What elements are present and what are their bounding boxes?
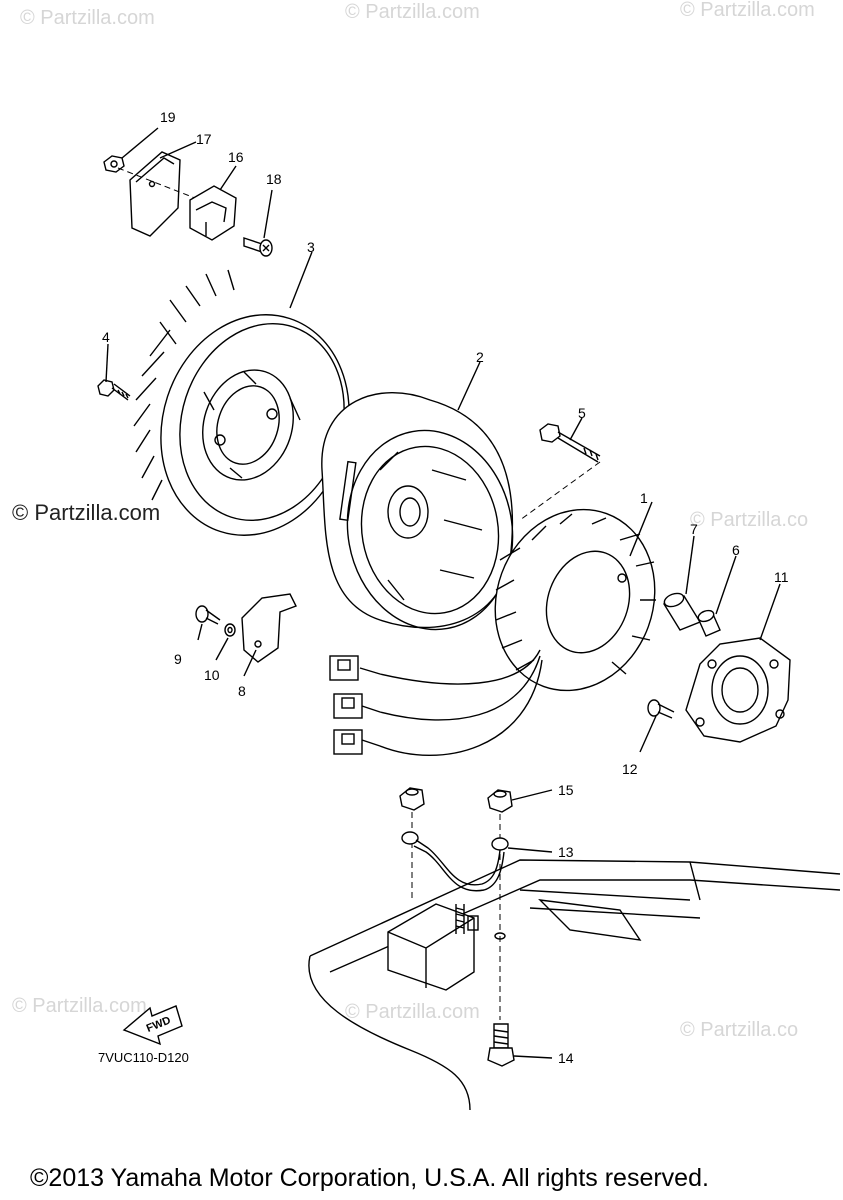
part-screw-18 <box>243 237 273 257</box>
callout-5: 5 <box>578 405 586 421</box>
leader-lines <box>105 127 781 1059</box>
callout-14: 14 <box>558 1050 574 1066</box>
watermark-bottom-center: © Partzilla.com <box>345 1001 480 1023</box>
watermark-bottom-right: © Partzilla.co <box>680 1019 798 1041</box>
callout-7: 7 <box>690 521 698 537</box>
part-bolt-5 <box>519 423 601 521</box>
watermark-bottom-left: © Partzilla.com <box>12 995 147 1017</box>
watermark-top-right: © Partzilla.com <box>680 0 815 21</box>
callout-17: 17 <box>196 131 212 147</box>
part-bracket-17 <box>117 151 201 237</box>
part-wire-harness <box>329 649 543 757</box>
copyright-notice: ©2013 Yamaha Motor Corporation, U.S.A. A… <box>30 1164 709 1192</box>
callout-labels: 1 2 3 4 5 6 7 8 9 10 11 12 13 14 15 16 1… <box>102 109 789 1066</box>
part-nut-left <box>399 787 425 811</box>
callout-4: 4 <box>102 329 110 345</box>
part-nut-15 <box>487 789 513 813</box>
part-rotor-2 <box>321 392 514 631</box>
callout-6: 6 <box>732 542 740 558</box>
callout-10: 10 <box>204 667 220 683</box>
callout-15: 15 <box>558 782 574 798</box>
part-washer-10 <box>224 623 236 637</box>
callout-13: 13 <box>558 844 574 860</box>
hull-mount <box>308 859 841 1111</box>
part-bracket-8 <box>241 593 297 663</box>
callout-8: 8 <box>238 683 246 699</box>
part-collar-6 <box>697 609 721 637</box>
callout-18: 18 <box>266 171 282 187</box>
part-screw-12 <box>647 699 675 719</box>
callout-11: 11 <box>774 569 789 585</box>
watermark-right: © Partzilla.co <box>690 509 808 531</box>
part-stator-1 <box>494 508 656 692</box>
part-ground-lead-13 <box>401 831 509 892</box>
callout-3: 3 <box>307 239 315 255</box>
part-stator-base-11 <box>685 637 791 743</box>
callout-19: 19 <box>160 109 176 125</box>
part-bolt-14 <box>487 1023 515 1067</box>
diagram-code: 7VUC110-D120 <box>98 1050 189 1065</box>
callout-9: 9 <box>174 651 182 667</box>
callout-12: 12 <box>622 761 638 777</box>
part-screw-9 <box>195 605 221 625</box>
part-clamp-16 <box>189 185 237 241</box>
part-collar-7 <box>662 592 702 631</box>
watermark-left: © Partzilla.com <box>12 500 160 525</box>
watermark-top-left: © Partzilla.com <box>20 7 155 29</box>
watermark-top-center: © Partzilla.com <box>345 1 480 23</box>
fwd-arrow-icon: FWD <box>122 1005 183 1046</box>
callout-1: 1 <box>640 490 648 506</box>
part-bolt-4 <box>97 379 131 401</box>
callout-2: 2 <box>476 349 484 365</box>
callout-16: 16 <box>228 149 244 165</box>
